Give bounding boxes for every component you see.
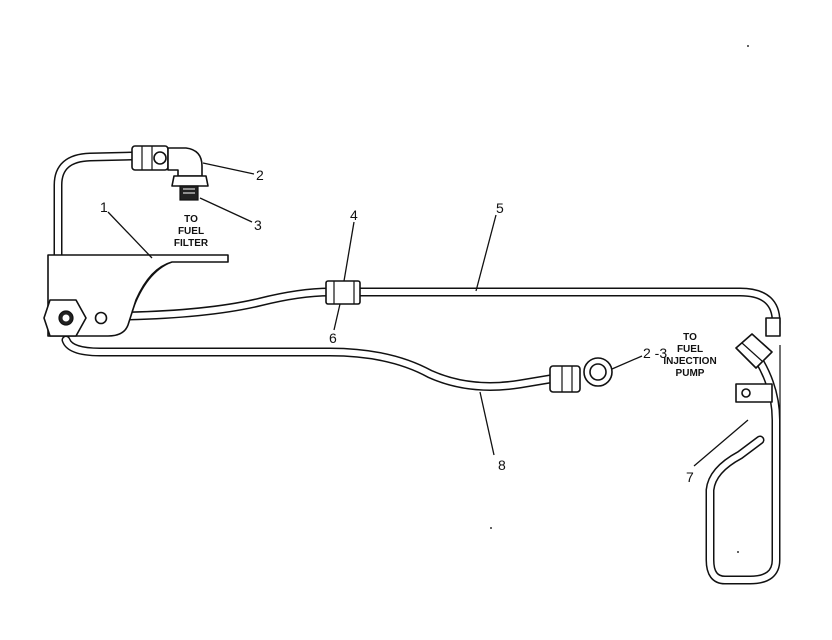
note-pump-line-2: FUEL [677,344,703,355]
note-injection-pump: TO FUEL INJECTION PUMP [663,332,716,379]
line-nut-elbow [549,357,613,393]
block-fitting [43,299,87,337]
clip [325,280,361,305]
callout-6: 6 [329,330,337,346]
note-pump-line-1: TO [683,332,697,343]
callout-4: 4 [350,207,358,223]
callout-7: 7 [686,469,694,485]
callout-1: 1 [100,199,108,215]
tube-7 [705,357,781,585]
leader-lines [107,162,749,467]
note-pump-line-4: PUMP [676,368,705,379]
tube-5 [123,287,781,330]
callout-3: 3 [254,217,262,233]
tube-8 [61,335,561,391]
note-fuel-filter-line-2: FUEL [178,226,204,237]
callout-2-3: 2 -3 [643,345,667,361]
pump-fitting [735,317,781,470]
callout-8: 8 [498,457,506,473]
note-fuel-filter: TO FUEL FILTER [174,214,209,249]
connector [171,175,209,201]
scan-specks [490,45,749,553]
elbow-fitting [131,145,203,177]
callout-5: 5 [496,200,504,216]
note-pump-line-3: INJECTION [663,356,716,367]
upper-tube [53,151,137,260]
bracket [47,254,229,337]
bracket-hole [94,311,108,325]
note-fuel-filter-line-3: FILTER [174,238,209,249]
note-fuel-filter-line-1: TO [184,214,198,225]
callout-labels: 1 2 3 4 5 6 7 8 2 -3 [100,167,694,485]
callout-2: 2 [256,167,264,183]
